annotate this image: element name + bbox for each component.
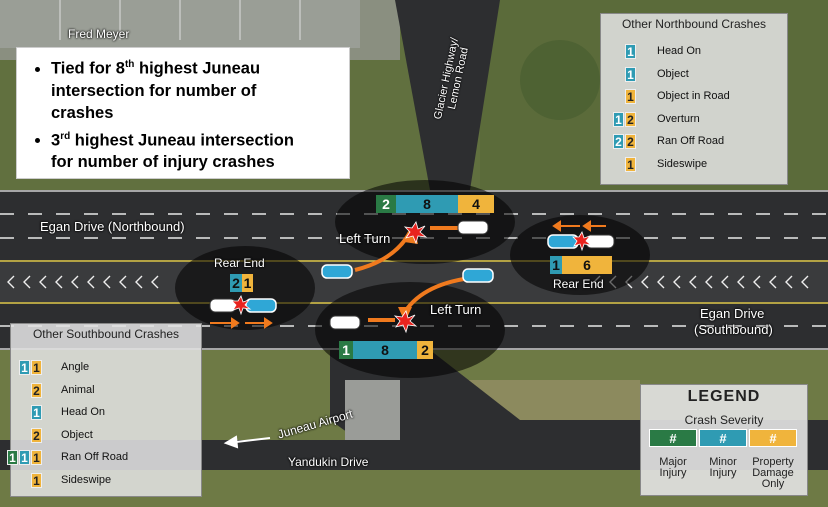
crash-count-box: 1: [7, 450, 18, 465]
crash-count-box: 1: [19, 450, 30, 465]
label-egan-southbound-2: (Southbound): [694, 322, 773, 337]
label-left-turn-top: Left Turn: [339, 231, 391, 246]
crash-zone-east: [510, 215, 650, 295]
crash-type-label: Sideswipe: [657, 157, 708, 170]
crash-zone-bottom: [315, 282, 505, 378]
pdo-count: 1: [242, 274, 253, 292]
crash-count-box: 1: [625, 89, 636, 104]
crash-count-box: 1: [31, 405, 42, 420]
crash-burst-west: [231, 295, 252, 316]
crash-count-box: 2: [31, 382, 42, 398]
pdo-count: 6: [562, 256, 612, 274]
crash-type-label: Sideswipe: [61, 473, 112, 486]
label-yandukin: Yandukin Drive: [288, 455, 369, 469]
minor-count: 8: [396, 195, 458, 213]
crash-type-label: Overturn: [657, 112, 700, 125]
cars: [209, 220, 615, 330]
pdo-count: 4: [458, 195, 494, 213]
label-rear-end-east: Rear End: [553, 277, 604, 291]
label-egan-northbound: Egan Drive (Northbound): [40, 219, 185, 234]
minor-count: 8: [353, 341, 417, 359]
crash-type-label: Object: [657, 67, 689, 80]
label-egan-southbound-1: Egan Drive: [700, 306, 765, 321]
crash-type-label: Ran Off Road: [61, 451, 129, 463]
crash-count-box: 2: [31, 427, 42, 443]
crash-count-box: 2: [625, 111, 636, 127]
crash-count-box: 1: [31, 450, 42, 465]
legend-minor-swatch: #: [699, 429, 747, 447]
minor-count: 1: [550, 256, 562, 274]
crash-type-label: Head On: [61, 406, 106, 418]
crash-type-label: Object: [61, 428, 93, 441]
crash-burst-east: [572, 231, 593, 252]
crash-type-label: Head On: [657, 45, 702, 57]
crash-type-label: Animal: [61, 383, 95, 396]
legend-pdo-swatch: #: [749, 429, 797, 447]
minor-count: 2: [230, 274, 242, 292]
crash-type-label: Object in Road: [657, 90, 730, 102]
crash-count-box: 1: [31, 360, 42, 375]
severity-bar-top: 2 8 4: [376, 195, 494, 213]
legend-subtitle: Crash Severity: [684, 413, 764, 427]
major-count: 2: [376, 195, 396, 213]
crash-count-box: 1: [625, 156, 636, 172]
northbound-panel-title: Other Northbound Crashes: [621, 17, 767, 31]
crash-burst-bottom: [393, 310, 418, 334]
crash-type-label: Angle: [61, 361, 90, 373]
highlights-box: Tied for 8th highest Juneauintersection …: [16, 47, 350, 179]
label-left-turn-bottom: Left Turn: [430, 302, 482, 317]
severity-bar-west: 2 1: [230, 274, 253, 292]
severity-bar-east: 1 6: [550, 256, 612, 274]
severity-bar-bottom: 1 8 2: [339, 341, 433, 359]
crash-count-box: 1: [31, 472, 42, 488]
crash-zone-top: [335, 180, 515, 264]
label-fred-meyer: Fred Meyer: [68, 27, 130, 41]
crash-burst-top: [403, 221, 428, 245]
legend-title: LEGEND: [687, 388, 761, 405]
crash-count-box: 1: [19, 360, 30, 375]
legend-major-swatch: #: [649, 429, 697, 447]
crash-type-label: Ran Off Road: [657, 135, 725, 147]
major-count: 1: [339, 341, 353, 359]
southbound-panel-title: Other Southbound Crashes: [32, 327, 180, 341]
pdo-count: 2: [417, 341, 433, 359]
crash-count-box: 2: [625, 134, 636, 149]
crash-count-box: 1: [625, 66, 636, 82]
crash-count-box: 1: [625, 44, 636, 59]
label-rear-end-west: Rear End: [214, 256, 265, 270]
crash-count-box: 1: [613, 111, 624, 127]
highlight-rank-crashes: Tied for 8th highest Juneauintersection …: [51, 54, 349, 124]
crash-count-box: 2: [613, 134, 624, 149]
